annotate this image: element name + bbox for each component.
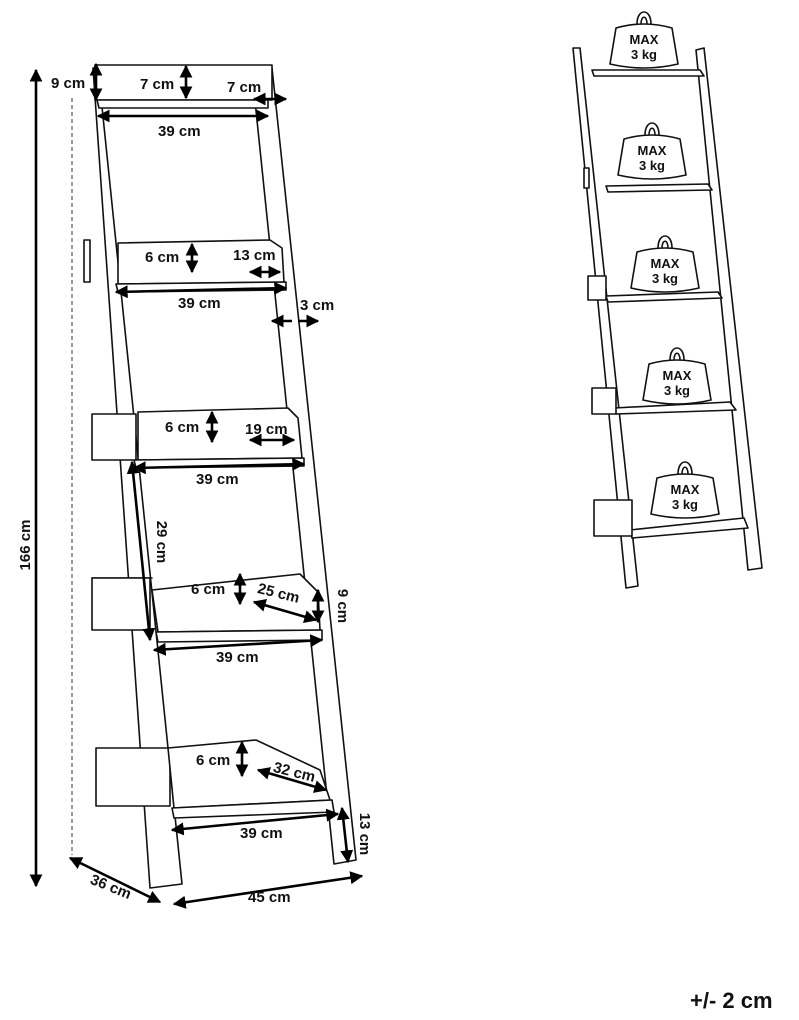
- weight-max-label: MAX: [651, 256, 680, 271]
- main-ladder-drawing: 166 cm 9 cm 7 cm 7 cm 39 cm 6 cm 13 cm 3…: [17, 62, 373, 909]
- height-label: 166 cm: [17, 520, 34, 571]
- shelf3-height-label: 6 cm: [165, 419, 199, 436]
- shelf2-width-label: 39 cm: [178, 295, 221, 312]
- shelf2-depth-label: 13 cm: [233, 247, 276, 264]
- weight-max-label: MAX: [663, 368, 692, 383]
- top-side-label: 7 cm: [227, 79, 261, 96]
- top-depth-label: 7 cm: [140, 76, 174, 93]
- base-depth-label: 36 cm: [88, 871, 134, 903]
- shelf-spacing-label: 29 cm: [153, 521, 170, 564]
- shelf3-width-label: 39 cm: [196, 471, 239, 488]
- shelf4-width-label: 39 cm: [216, 649, 259, 666]
- weight-kg-label: 3 kg: [664, 383, 690, 398]
- shelf3-depth-label: 19 cm: [245, 421, 288, 438]
- rail-thickness-label: 3 cm: [300, 297, 334, 314]
- weight-max-label: MAX: [630, 32, 659, 47]
- weight-max-label: MAX: [671, 482, 700, 497]
- load-diagram: [572, 47, 763, 589]
- top-thickness-label: 9 cm: [51, 75, 85, 92]
- shelf4-front-label: 9 cm: [334, 589, 351, 623]
- load-right-rail: [695, 47, 763, 571]
- shelf5-width-label: 39 cm: [240, 825, 283, 842]
- weight-max-label: MAX: [638, 143, 667, 158]
- weight-kg-label: 3 kg: [631, 47, 657, 62]
- shelf2-height-label: 6 cm: [145, 249, 179, 266]
- weight-kg-label: 3 kg: [672, 497, 698, 512]
- tolerance-label: +/- 2 cm: [690, 988, 773, 1013]
- shelf5-height-label: 6 cm: [196, 752, 230, 769]
- weight-kg-label: 3 kg: [652, 271, 678, 286]
- foot-height-label: 13 cm: [356, 813, 373, 856]
- shelf1-width-label: 39 cm: [158, 123, 201, 140]
- weight-kg-label: 3 kg: [639, 158, 665, 173]
- shelf-3: [91, 407, 305, 469]
- shelf4-height-label: 6 cm: [191, 581, 225, 598]
- base-width-label: 45 cm: [248, 889, 291, 906]
